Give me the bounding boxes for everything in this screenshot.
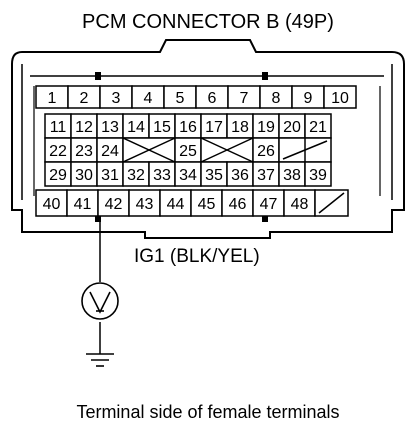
terminal-label: 12: [75, 119, 93, 136]
voltmeter-icon: [81, 282, 119, 320]
unused-terminal-mark: [318, 192, 345, 214]
terminal-label: 41: [74, 196, 92, 213]
terminal-cell: [252, 161, 280, 187]
terminal-label: 30: [75, 167, 93, 184]
unused-terminal-mark: [122, 137, 176, 163]
terminal-cell: [221, 189, 254, 217]
terminal-label: 6: [208, 90, 217, 107]
terminal-label: 45: [198, 196, 216, 213]
terminal-label: 46: [229, 196, 247, 213]
terminal-label: 39: [309, 167, 327, 184]
terminal-cell: [66, 189, 99, 217]
terminal-cell: [200, 161, 228, 187]
connector-key-tabs: [95, 72, 268, 222]
wire-label: IG1 (BLK/YEL): [134, 246, 260, 267]
terminal-label: 48: [291, 196, 309, 213]
terminal-label: 22: [49, 143, 67, 160]
terminal-label: 43: [136, 196, 154, 213]
terminal-label: 19: [257, 119, 275, 136]
probed-terminal-label: 42: [105, 196, 123, 213]
terminal-cell: [148, 161, 176, 187]
terminal-label: 3: [112, 90, 121, 107]
terminal-cell: [190, 189, 223, 217]
terminal-cell: [252, 113, 280, 139]
terminal-label: 44: [167, 196, 185, 213]
terminal-cell: [35, 189, 68, 217]
terminal-label: 26: [257, 143, 275, 160]
terminal-cell: [323, 85, 357, 109]
terminal-label: 38: [283, 167, 301, 184]
terminal-cell: [304, 161, 332, 187]
terminal-label: 21: [309, 119, 327, 136]
terminal-label: 32: [127, 167, 145, 184]
terminal-label: 17: [205, 119, 223, 136]
terminal-label: 20: [283, 119, 301, 136]
terminal-label: 47: [260, 196, 278, 213]
terminal-label: 24: [101, 143, 119, 160]
terminal-label: 29: [49, 167, 67, 184]
terminal-label: 31: [101, 167, 119, 184]
diagram-title: PCM CONNECTOR B (49P): [82, 11, 334, 33]
terminal-label: 25: [179, 143, 197, 160]
diagram-caption: Terminal side of female terminals: [76, 402, 339, 422]
terminal-label: 37: [257, 167, 275, 184]
terminal-label: 4: [144, 90, 153, 107]
terminal-label: 9: [304, 90, 313, 107]
terminal-label: 23: [75, 143, 93, 160]
terminal-cell: [283, 189, 316, 217]
terminal-label: 34: [179, 167, 197, 184]
terminal-cell: [174, 161, 202, 187]
terminal-cell: [226, 161, 254, 187]
terminal-cell: [278, 113, 306, 139]
terminal-label: 8: [272, 90, 281, 107]
terminal-label: 16: [179, 119, 197, 136]
unused-terminal-mark: [200, 137, 254, 163]
terminal-label: 14: [127, 119, 145, 136]
terminal-label: 5: [176, 90, 185, 107]
connector-housing: [11, 39, 405, 239]
terminal-cell: [44, 137, 72, 163]
terminal-label: 15: [153, 119, 171, 136]
terminal-cell: [304, 113, 332, 139]
terminal-label: 35: [205, 167, 223, 184]
terminal-label: 33: [153, 167, 171, 184]
terminal-label: 7: [240, 90, 249, 107]
terminal-label: 13: [101, 119, 119, 136]
terminal-label: 40: [43, 196, 61, 213]
terminal-label: 18: [231, 119, 249, 136]
terminal-label: 1: [48, 90, 57, 107]
ground-icon: [86, 353, 114, 367]
terminal-label: 11: [50, 119, 67, 136]
terminal-cell: [252, 189, 285, 217]
terminal-cell: [159, 189, 192, 217]
terminal-cell: [70, 161, 98, 187]
terminal-label: 36: [231, 167, 249, 184]
terminal-label: 10: [331, 90, 349, 107]
terminal-label: 2: [80, 90, 89, 107]
